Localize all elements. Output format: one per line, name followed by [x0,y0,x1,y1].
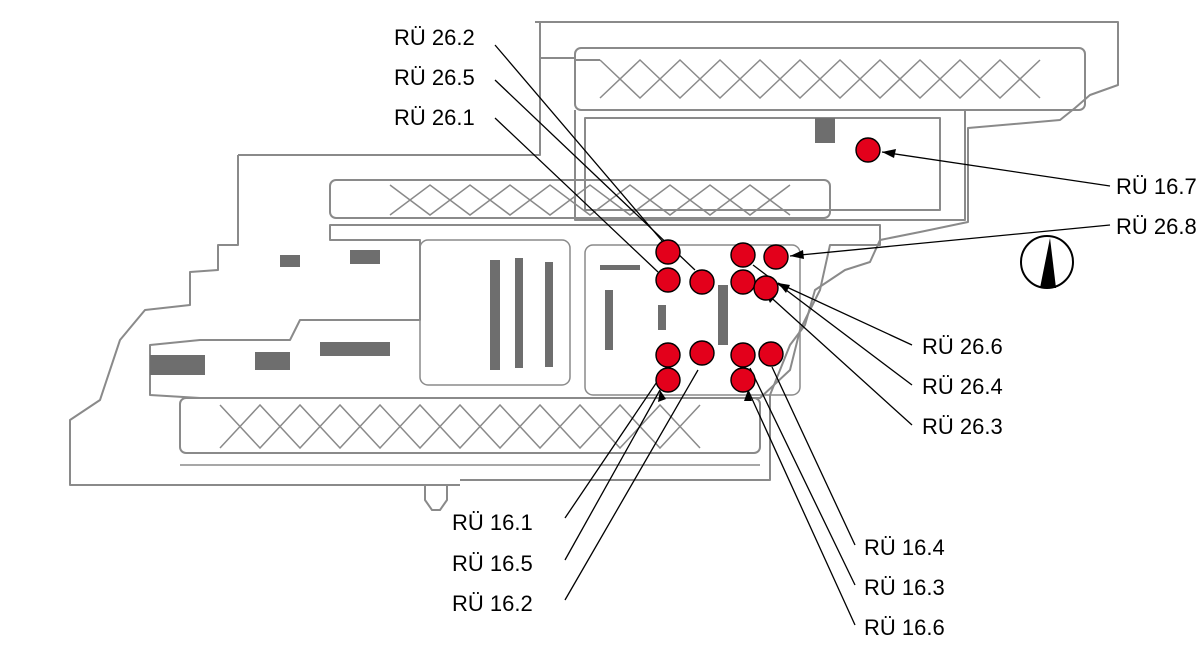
leader-line [747,389,856,626]
label-ru-16-2: RÜ 16.2 [452,591,533,616]
leader-line [752,264,913,386]
north-runway-frame [574,47,1086,111]
marker-ru-26-4[interactable] [730,242,756,268]
marker-ru-16-7[interactable] [855,137,881,163]
leader-line [494,79,696,271]
map-base [69,21,1119,511]
marker-ru-16-2[interactable] [689,340,715,366]
leader-line [564,369,666,519]
leader-line [564,369,699,601]
building-block [718,285,728,345]
label-ru-16-6: RÜ 16.6 [864,615,945,640]
marker-ru-26-5[interactable] [689,269,715,295]
leader-line [494,44,664,243]
north-terminal-box [584,117,941,211]
building-block [545,262,553,367]
label-ru-16-4: RÜ 16.4 [864,535,945,560]
markers [655,137,881,393]
northern-apron-outline [460,21,1119,481]
central-runway-zigzag [389,184,791,216]
leader-line [564,389,661,561]
arrowhead [882,149,896,158]
tower-outline [424,485,448,511]
marker-ru-16-3[interactable] [730,342,756,368]
main-field-top [238,22,541,156]
building-block [255,352,290,370]
building-block [815,118,835,143]
arrowhead [778,283,790,293]
label-ru-16-1: RÜ 16.1 [452,510,533,535]
building-block [320,342,390,356]
leader-line [764,291,913,426]
building-block [658,305,666,330]
arrowhead [790,250,804,259]
label-ru-16-3: RÜ 16.3 [864,575,945,600]
leader-line [771,366,856,546]
building-block [350,250,380,264]
marker-ru-16-4[interactable] [758,341,784,367]
marker-ru-26-3[interactable] [730,269,756,295]
northern-apron-inner [539,22,600,61]
label-ru-26-6: RÜ 26.6 [922,334,1003,359]
arrowhead [658,390,666,402]
marker-ru-26-1[interactable] [655,267,681,293]
label-ru-26-8: RÜ 26.8 [1116,214,1197,239]
arrowhead [744,390,752,401]
building-block [280,255,300,267]
leader-line [881,151,1111,187]
central-runway-frame [329,179,831,219]
leader-line [777,282,913,346]
building-block [605,290,613,350]
leader-lines [494,44,1111,626]
label-ru-26-5: RÜ 26.5 [394,65,475,90]
building-block [600,265,640,270]
north-apron-box [574,110,966,221]
leader-line [749,367,856,586]
label-ru-26-4: RÜ 26.4 [922,374,1003,399]
label-ru-26-1: RÜ 26.1 [394,105,475,130]
north-arrow-icon [1020,235,1074,289]
marker-ru-16-1[interactable] [655,342,681,368]
south-runway-frame [179,397,761,454]
south-runway-zigzag-2 [219,403,701,450]
label-ru-26-2: RÜ 26.2 [394,25,475,50]
label-ru-16-5: RÜ 16.5 [452,551,533,576]
south-runway-zigzag [219,403,701,450]
building-block [515,258,523,368]
building-block [150,355,205,375]
north-runway-taxi-zigzag-2 [599,58,1041,100]
labels: RÜ 26.2 RÜ 26.5 RÜ 26.1 RÜ 16.7 RÜ 26.8 … [394,25,1197,640]
satellite-box [584,244,801,396]
building-block [490,260,500,370]
main-field-outline [69,155,460,486]
main-terminal-box [419,239,571,386]
label-ru-16-7: RÜ 16.7 [1116,174,1197,199]
marker-ru-26-8[interactable] [763,244,789,270]
marker-ru-16-6[interactable] [730,367,756,393]
leader-line [789,224,1111,257]
leader-line [494,117,659,273]
label-ru-26-3: RÜ 26.3 [922,414,1003,439]
central-runway-zigzag-2 [389,184,791,216]
marker-ru-26-2[interactable] [655,239,681,265]
marker-ru-16-5[interactable] [655,367,681,393]
marker-ru-26-6[interactable] [753,275,779,301]
